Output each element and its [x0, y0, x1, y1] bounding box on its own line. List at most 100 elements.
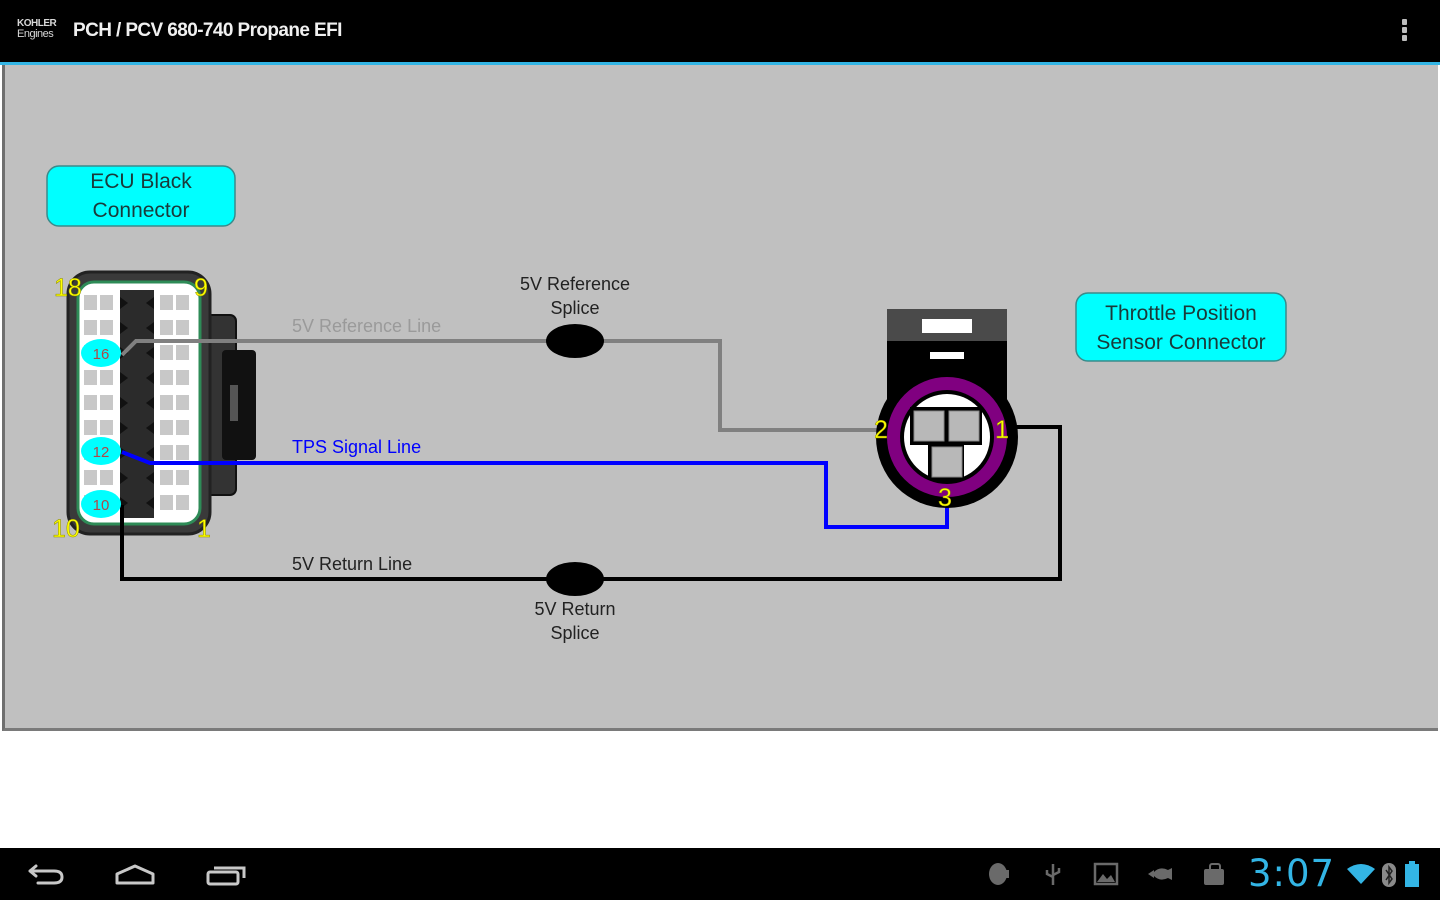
ecu-pin-cavity — [84, 295, 97, 310]
ecu-pin-cavity — [100, 470, 113, 485]
ecu-pin-cavity — [176, 445, 189, 460]
notification-fish-icon — [1148, 868, 1172, 880]
overflow-menu-icon[interactable] — [1394, 17, 1414, 47]
app-title: PCH / PCV 680-740 Propane EFI — [73, 20, 342, 41]
ecu-pin-cavity — [160, 495, 173, 510]
ecu-pin-16: 16 — [81, 339, 121, 367]
action-bar-divider — [0, 62, 1440, 65]
briefcase-icon — [1204, 863, 1224, 885]
ecu-pin-cavity — [176, 495, 189, 510]
ecu-pin-12: 12 — [81, 437, 121, 465]
ecu-pin-10: 10 — [81, 490, 121, 518]
recent-apps-button[interactable] — [196, 856, 256, 892]
ecu-pin-latch — [120, 472, 128, 484]
ecu-pin-latch — [146, 422, 154, 434]
ecu-pin-latch — [120, 297, 128, 309]
ecu-pin-cavity — [176, 470, 189, 485]
label-return-splice-line1: 5V Return — [534, 599, 615, 619]
wiring-diagram: ECU Black Connector Throttle Position Se… — [46, 165, 1287, 643]
tps-label-line1: Throttle Position — [1105, 302, 1257, 325]
label-reference-splice-line1: 5V Reference — [520, 274, 630, 294]
ecu-pin-latch — [146, 297, 154, 309]
bluetooth-icon — [1382, 863, 1396, 887]
label-reference-splice-line2: Splice — [550, 298, 599, 318]
ecu-pin-cavity — [160, 320, 173, 335]
ecu-pin-cavity — [160, 420, 173, 435]
ecu-pin-latch — [120, 397, 128, 409]
ecu-pin-cavity — [176, 420, 189, 435]
usb-icon — [1045, 864, 1061, 885]
ecu-pin-latch — [146, 322, 154, 334]
ecu-pin-cavity — [160, 445, 173, 460]
ecu-pin-latch — [146, 347, 154, 359]
ecu-pin-latch — [146, 372, 154, 384]
ecu-pin-latch — [120, 322, 128, 334]
label-return-splice-line2: Splice — [550, 623, 599, 643]
home-icon — [115, 864, 155, 885]
ecu-pin-cavity — [84, 470, 97, 485]
splice-5v-reference — [546, 324, 604, 358]
ecu-label-line1: ECU Black — [90, 170, 192, 193]
label-tps-signal-line: TPS Signal Line — [292, 437, 421, 457]
home-button[interactable] — [105, 856, 165, 892]
ecu-pin-cavity — [100, 395, 113, 410]
action-bar: KOHLER Engines PCH / PCV 680-740 Propane… — [0, 0, 1440, 65]
ecu-corner-18: 18 — [54, 274, 82, 302]
ecu-corner-9: 9 — [194, 274, 208, 302]
ecu-pin-16-number: 16 — [93, 346, 110, 363]
label-5v-reference-line: 5V Reference Line — [292, 316, 441, 336]
ecu-pin-cavity — [84, 420, 97, 435]
ecu-label-line2: Connector — [93, 199, 190, 222]
ecu-pin-cavity — [100, 320, 113, 335]
logo-line1: KOHLER — [17, 18, 57, 29]
ecu-pin-cavity — [176, 295, 189, 310]
tps-pin-2: 2 — [874, 416, 888, 444]
ecu-pin-latch — [146, 472, 154, 484]
ecu-pin-cavity — [160, 470, 173, 485]
ecu-pin-cavity — [84, 370, 97, 385]
voice-icon — [989, 863, 1009, 885]
ecu-pin-latches — [120, 297, 154, 509]
ecu-pin-cavity — [100, 370, 113, 385]
tps-label-line2: Sensor Connector — [1096, 331, 1265, 354]
ecu-pin-cavity — [176, 345, 189, 360]
back-icon — [28, 864, 64, 885]
ecu-pin-latch — [146, 447, 154, 459]
wire-tps-signal — [121, 450, 949, 529]
system-navigation-bar — [0, 848, 1440, 900]
ecu-pin-cavity — [84, 320, 97, 335]
tps-pin-3: 3 — [938, 484, 952, 512]
kohler-logo: KOHLER Engines — [17, 18, 65, 44]
ecu-pin-latch — [120, 372, 128, 384]
ecu-corner-10: 10 — [52, 515, 80, 543]
ecu-pin-cavity — [176, 395, 189, 410]
label-5v-return-line: 5V Return Line — [292, 554, 412, 574]
ecu-connector-label: ECU Black Connector — [46, 165, 236, 227]
throttle-position-sensor-connector — [876, 309, 1018, 508]
ecu-pin-cavity — [100, 295, 113, 310]
tps-pin-1: 1 — [995, 416, 1009, 444]
wire-5v-reference — [120, 339, 886, 432]
ecu-pin-cavity — [160, 395, 173, 410]
ecu-pin-cavity — [176, 320, 189, 335]
ecu-pin-cavity — [160, 370, 173, 385]
recent-apps-icon — [206, 866, 246, 886]
logo-line2: Engines — [17, 28, 54, 40]
ecu-pin-cavity — [160, 295, 173, 310]
wifi-icon — [1347, 864, 1375, 884]
ecu-pin-cavity — [160, 345, 173, 360]
status-bar-clock: 3:07 — [1248, 852, 1336, 895]
ecu-pin-latch — [146, 397, 154, 409]
ecu-pin-cavity — [84, 395, 97, 410]
ecu-pin-latch — [120, 422, 128, 434]
ecu-pin-latch — [146, 497, 154, 509]
ecu-pin-10-number: 10 — [93, 497, 110, 514]
back-button[interactable] — [16, 856, 76, 892]
ecu-corner-1: 1 — [197, 515, 211, 543]
splice-5v-return — [546, 562, 604, 596]
battery-icon — [1405, 861, 1419, 887]
ecu-pin-cavity — [176, 370, 189, 385]
gallery-icon — [1093, 862, 1119, 886]
tps-connector-label: Throttle Position Sensor Connector — [1075, 292, 1287, 362]
ecu-pin-cavity — [100, 420, 113, 435]
